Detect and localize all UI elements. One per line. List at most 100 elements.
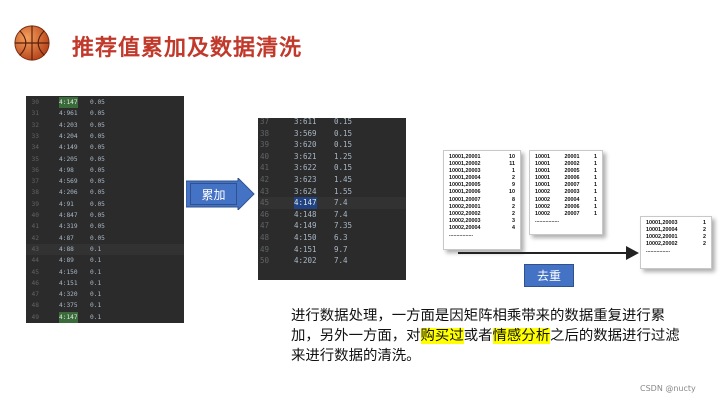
page-title: 推荐值累加及数据清洗 bbox=[72, 36, 303, 61]
doc-cell: 1 bbox=[594, 189, 597, 196]
code-key: 4:320 bbox=[59, 291, 78, 299]
header: 推荐值累加及数据清洗 bbox=[0, 0, 720, 80]
doc-cell: 20006 bbox=[564, 203, 580, 210]
line-number: 49 bbox=[31, 313, 39, 321]
doc-cell: 2 bbox=[703, 234, 706, 241]
code-key: 4:148 bbox=[294, 209, 317, 219]
code-value: 0.15 bbox=[334, 163, 353, 173]
doc-row: 10002 20006 1 bbox=[535, 204, 597, 211]
code-key: 4:89 bbox=[59, 257, 74, 265]
doc-cell: 20003 bbox=[564, 189, 580, 196]
line-number: 41 bbox=[259, 163, 269, 173]
doc-cell: 10002 bbox=[535, 196, 550, 203]
code-value: 0.05 bbox=[90, 223, 105, 231]
doc-cell: 10002,20003 bbox=[449, 217, 481, 224]
doc-cell: 10002 bbox=[535, 189, 550, 196]
code-value: 7.4 bbox=[334, 209, 348, 219]
doc-cell: 1 bbox=[594, 175, 597, 182]
code-key: 4:91 bbox=[59, 200, 74, 208]
doc-cell: 1 bbox=[594, 154, 597, 160]
doc-cell: 10 bbox=[509, 189, 515, 196]
line-number: 45 bbox=[259, 198, 269, 208]
code-value: 0.05 bbox=[90, 234, 105, 242]
doc-cell: 20007 bbox=[564, 182, 580, 189]
line-number: 48 bbox=[31, 302, 39, 310]
doc-ellipsis: ................ bbox=[535, 217, 559, 224]
accumulate-label: 累加 bbox=[190, 183, 237, 205]
line-number: 39 bbox=[259, 140, 269, 150]
doc-cell: 10 bbox=[509, 154, 515, 160]
code-key: 4:149 bbox=[294, 221, 317, 231]
doc-cell: 20007 bbox=[564, 210, 580, 217]
doc-cell: 10001 bbox=[535, 182, 550, 189]
doc-cell: 10002 bbox=[535, 203, 550, 210]
code-value: 0.05 bbox=[90, 132, 105, 140]
code-key: 4:150 bbox=[294, 233, 317, 242]
doc-cell: 10001,20007 bbox=[449, 196, 481, 203]
line-number: 48 bbox=[259, 233, 269, 242]
code-value: 0.05 bbox=[90, 110, 105, 118]
doc-cell: 20002 bbox=[564, 161, 580, 168]
highlight-purchased: 购买过 bbox=[420, 328, 464, 344]
code-value: 0.05 bbox=[90, 212, 105, 219]
code-line: 39 4:91 0.05 bbox=[26, 199, 184, 210]
doc-cell: 2 bbox=[703, 227, 706, 234]
code-value: 1.25 bbox=[334, 151, 353, 161]
doc-cell: 10002 bbox=[535, 210, 550, 217]
doc-cell: 10001,20001 bbox=[449, 154, 481, 160]
doc-cell: 20001 bbox=[564, 154, 580, 160]
doc-cell: 1 bbox=[594, 203, 597, 210]
code-value: 7.4 bbox=[334, 198, 348, 208]
code-key: 4:151 bbox=[294, 244, 317, 254]
code-key: 4:151 bbox=[59, 279, 78, 287]
line-number: 40 bbox=[259, 151, 269, 161]
description-text: 进行数据处理，一方面是因矩阵相乘带来的数据重复进行累加，另外一方面，对购买过或者… bbox=[291, 306, 691, 366]
line-number: 30 bbox=[31, 99, 39, 106]
code-key: 4:203 bbox=[59, 121, 78, 129]
line-number: 49 bbox=[259, 244, 269, 254]
line-number: 39 bbox=[31, 200, 39, 208]
doc-cell: 20006 bbox=[564, 175, 580, 182]
line-number: 42 bbox=[31, 234, 39, 242]
desc-part-2: 或者 bbox=[463, 328, 493, 344]
line-number: 36 bbox=[31, 166, 39, 174]
line-number: 44 bbox=[31, 257, 39, 265]
code-value: 0.05 bbox=[90, 144, 105, 152]
code-key: 3:622 bbox=[294, 163, 317, 173]
code-key: 4:147 bbox=[59, 311, 78, 323]
doc-cell: 10001 bbox=[535, 154, 550, 160]
code-key: 4:149 bbox=[59, 144, 78, 152]
doc-row: 10001,20001 10 bbox=[449, 154, 515, 161]
code-key: 4:147 bbox=[294, 197, 317, 209]
code-key: 4:202 bbox=[294, 256, 317, 266]
line-number: 42 bbox=[259, 175, 269, 184]
code-value: 0.05 bbox=[90, 99, 105, 106]
code-key: 4:98 bbox=[59, 166, 74, 174]
doc-cell: 10002,20004 bbox=[449, 224, 481, 231]
code-key: 4:206 bbox=[59, 189, 78, 197]
code-value: 0.05 bbox=[90, 200, 105, 208]
doc-cell: 2 bbox=[703, 241, 706, 248]
code-value: 0.1 bbox=[90, 291, 102, 299]
